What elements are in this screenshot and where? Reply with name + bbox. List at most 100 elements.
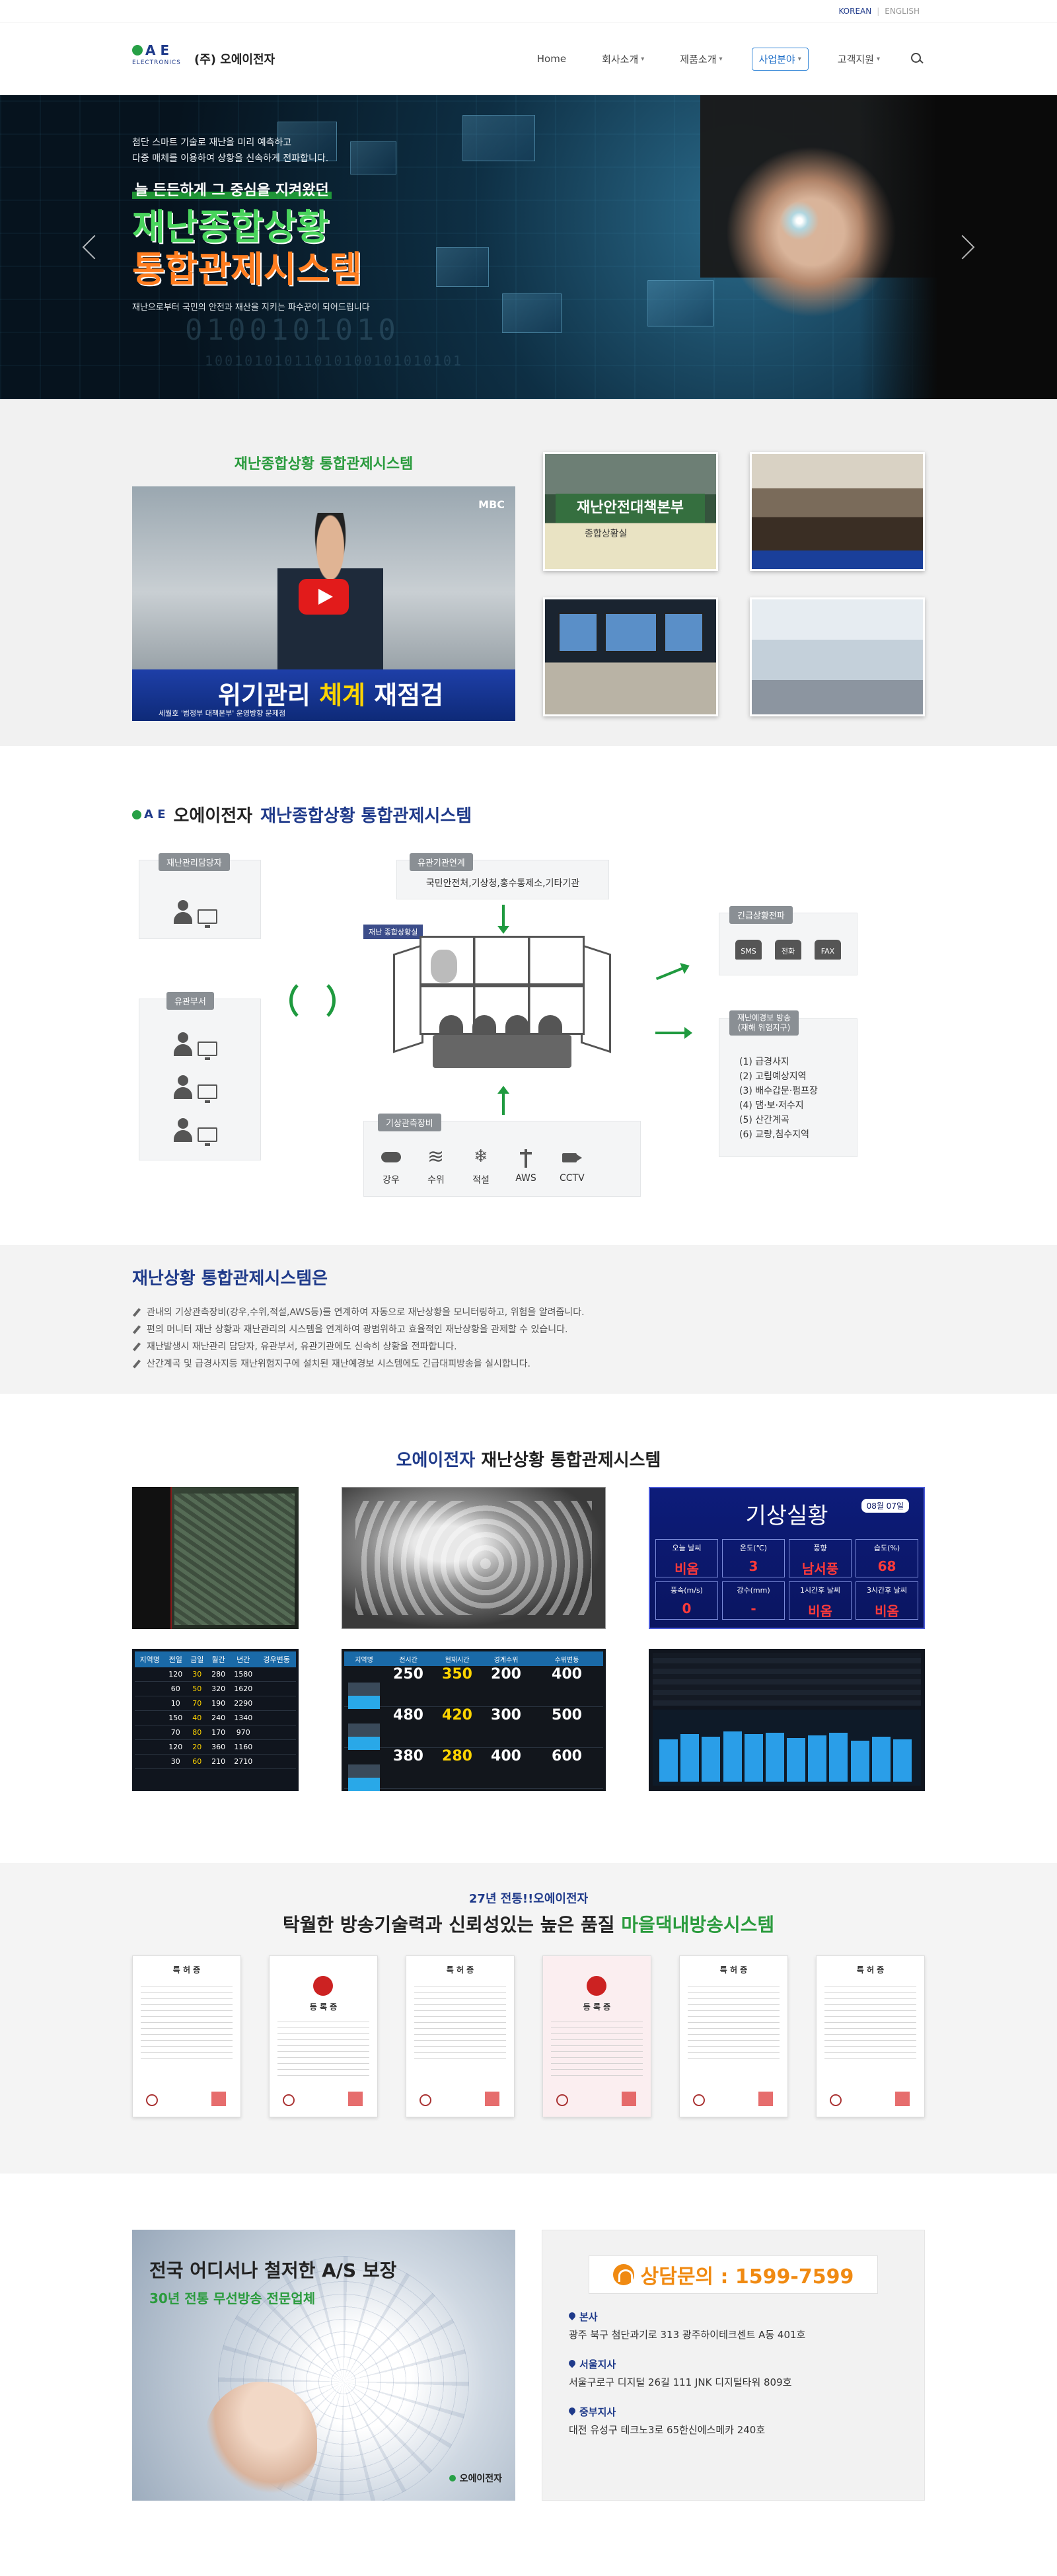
nav-support[interactable]: 고객지원▾ [837,53,880,65]
gallery-thumb[interactable] [750,452,925,571]
bar-chart [653,1710,921,1786]
logo-name: (주) 오에이전자 [194,53,275,67]
phone-icon: 전화 [775,940,801,960]
pen-icon [132,1325,141,1334]
table-header: 경우변동 [257,1651,296,1667]
weather-cell: 풍속(m/s)0 [655,1581,718,1620]
as-logo: 오에이전자 [449,2472,502,2485]
nav-business[interactable]: 사업분야▾ [751,47,809,71]
certificate-card[interactable]: 특 허 증 [679,1955,788,2117]
hero-title-1: 재난종합상황 [132,206,330,248]
cert-title: 탁월한 방송기술력과 신뢰성있는 높은 품질 마을댁내방송시스템 [282,1914,775,1936]
site-logo[interactable]: A E ELECTRONICS (주) 오에이전자 [132,42,275,75]
certificate-card[interactable]: 등 록 증 [542,1955,651,2117]
hero-tag: 늘 든든하게 그 중심을 지켜왔던 [132,182,332,199]
table-header: 전일 [164,1651,187,1667]
hero-next-arrow-icon[interactable] [958,231,978,264]
headset-icon [612,2264,634,2285]
hero-binary: 0100101010 [185,313,400,347]
weather-level: 수위 [425,1145,447,1186]
gallery-thumb[interactable] [750,597,925,716]
antenna-tower-icon [515,1148,537,1168]
caption-rest: 재점검 [374,681,444,710]
diagram-system-name: 재난종합상황 통합관제시스템 [260,806,472,826]
weather-cctv: CCTV [560,1148,585,1186]
as-title: 전국 어디서나 철저한 A/S 보장 [149,2259,397,2281]
screen-bar-monitor[interactable] [649,1649,925,1791]
weather-box: 강우 수위 적설 AWS CCTV [363,1121,641,1197]
certificate-card[interactable]: 특 허 증 [132,1955,241,2117]
list-item: 산간계곡 및 급경사지등 재난위험지구에 설치된 재난예경보 시스템에도 긴급대… [132,1355,925,1373]
list-item: 재난발생시 재난관리 담당자, 유관부서, 유관기관에도 신속히 상황을 전파합… [132,1338,925,1355]
hero-prev-arrow-icon[interactable] [79,231,99,264]
bar [787,1738,805,1782]
hero-slider: 0100101010 10010101011010100101010101 첨단… [0,95,1057,399]
search-icon[interactable] [909,51,925,67]
screen-satellite[interactable] [342,1487,606,1629]
table-header: 지역명 [135,1651,165,1667]
manager-label: 재난관리담당자 [159,853,230,871]
emergency-label: 긴급상황전파 [729,906,793,924]
lang-english-link[interactable]: ENGLISH [885,7,920,16]
arrow-up-icon [497,1086,509,1115]
hero-lead-2: 다중 매체를 이용하여 상황을 신속하게 전파합니다. [132,153,329,164]
caption-sub: 세월호 '범정부 대책본부' 운영방향 문제점 [159,709,286,718]
certificate-card[interactable]: 특 허 증 [406,1955,515,2117]
weather-cell: 온도(℃)3 [722,1539,785,1577]
sync-cycle-icon [289,977,336,1024]
monitor-icon [198,909,217,928]
broadcast-label: 재난예경보 방송 (재해 위험지구) [729,1010,799,1036]
lang-korean-link[interactable]: KOREAN [838,7,872,16]
chevron-down-icon: ▾ [876,55,880,63]
list-item: 관내의 기상관측장비(강우,수위,적설,AWS등)를 연계하여 자동으로 재난상… [132,1304,925,1321]
video-player[interactable]: MBC 위기관리 체계 재점검 세월호 '범정부 대책본부' 운영방향 문제점 [132,486,515,721]
as-banner: 전국 어디서나 철저한 A/S 보장 30년 전통 무선방송 전문업체 오에이전… [132,2230,515,2501]
nav-company[interactable]: 회사소개▾ [602,53,645,65]
weather-snow: 적설 [470,1147,492,1186]
gallery-thumb[interactable]: 재난안전대책본부 종합상황실 [543,452,718,571]
phone-banner[interactable]: 상담문의 : 1599-7599 [589,2255,878,2294]
table-header: 월간 [207,1651,230,1667]
bar [723,1731,742,1782]
video-section-title: 재난종합상황 통합관제시스템 [234,456,414,473]
certificate-card[interactable]: 등 록 증 [269,1955,378,2117]
certificate-card[interactable]: 특 허 증 [816,1955,925,2117]
table-header: 년간 [229,1651,258,1667]
chevron-down-icon: ▾ [797,55,801,63]
diagram-section: A E 오에이전자 재난종합상황 통합관제시스템 재난관리담당자 국민안전처,기… [0,746,1057,1245]
thumb-sublabel: 종합상황실 [585,529,628,539]
weather-board-date: 08월 07일 [861,1499,909,1513]
dept-box [139,999,261,1160]
screen-map-monitor[interactable] [132,1487,299,1629]
nav-products[interactable]: 제품소개▾ [680,53,723,65]
sms-icon: SMS [735,940,762,960]
caption-yellow: 체계 [319,681,365,710]
gallery-thumb[interactable] [543,597,718,716]
office-hq: 본사 광주 북구 첨단과기로 313 광주하이테크센트 A동 401호 [569,2311,806,2341]
brand-logo: A E [132,808,166,821]
bar [871,1737,891,1782]
pen-icon [132,1359,141,1369]
bar [702,1737,721,1782]
bar [893,1739,912,1782]
arrow-right-icon [655,1027,692,1039]
broadcast-box: (1) 급경사지 (2) 고립예상지역 (3) 배수갑문·펌프장 (4) 댐·보… [719,1018,857,1157]
nav-home[interactable]: Home [536,53,567,65]
hero-binary-small: 10010101011010100101010101 [205,353,464,369]
weather-board-title: 기상실황 [745,1503,828,1529]
play-button-icon[interactable] [299,579,349,615]
office-central: 중부지사 대전 유성구 테크노3로 65한신에스메카 240호 [569,2406,766,2436]
